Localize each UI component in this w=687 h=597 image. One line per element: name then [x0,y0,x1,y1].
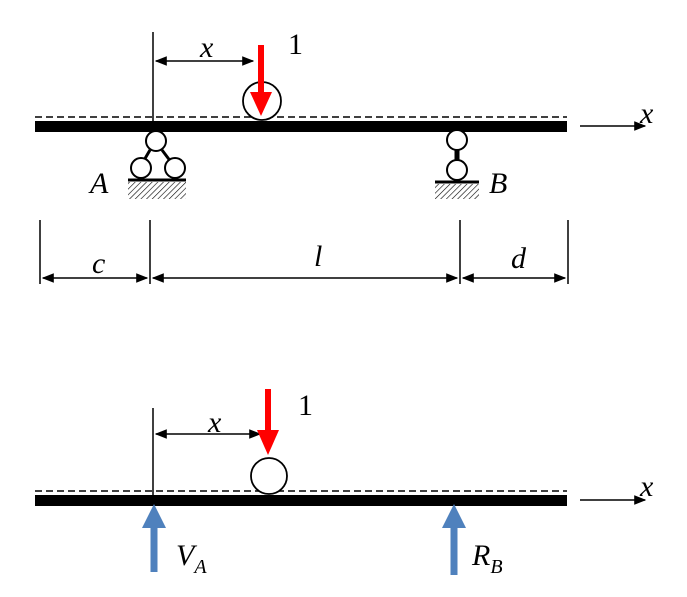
lower-load-value: 1 [298,389,313,422]
support-b [435,129,479,199]
reaction-b-label: RB [471,539,503,578]
lower-beam [35,495,567,506]
upper-figure: x x 1 A B [35,28,654,284]
reaction-b-arrow-head [442,504,466,528]
lower-x-dimension-label: x [207,406,222,439]
lower-load-wheel [250,457,288,495]
lower-load-arrow-head [257,430,279,455]
support-b-label: B [489,167,507,200]
upper-x-dimension-label: x [199,31,214,64]
upper-load-value: 1 [288,28,303,61]
lower-figure: x x 1 VA RB [35,389,654,578]
reaction-a-label: VA [176,539,207,578]
reaction-a-arrow-head [142,504,166,528]
upper-load-arrow-head [250,92,272,116]
upper-x-axis-label: x [639,97,654,130]
upper-beam [35,121,567,132]
support-a [128,130,186,199]
dim-d-label: d [511,242,527,275]
dim-l-label: l [314,240,322,273]
dim-c-label: c [92,247,105,280]
lower-x-axis-label: x [639,470,654,503]
support-a-label: A [88,167,109,200]
